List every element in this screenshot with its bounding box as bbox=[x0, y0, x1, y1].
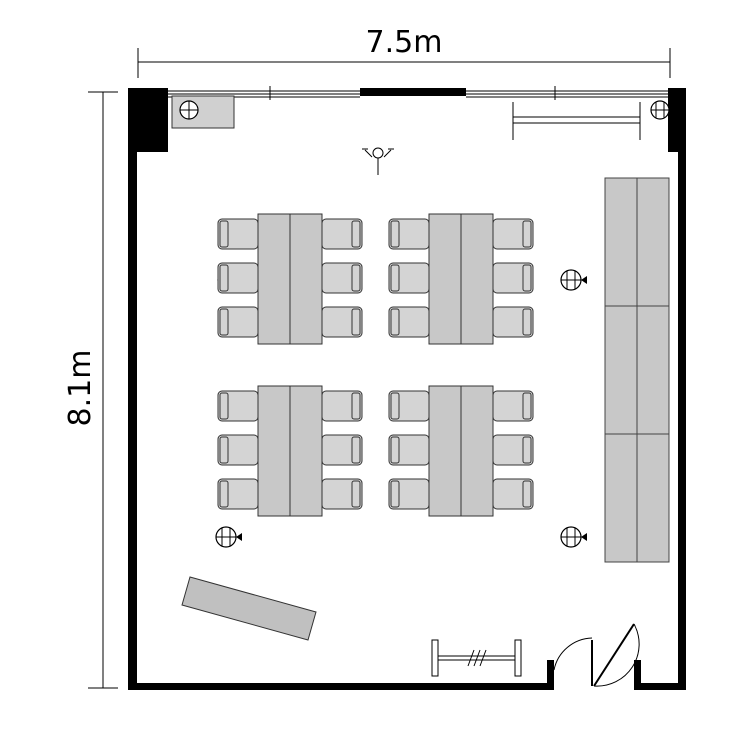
shelf-unit-right bbox=[604, 177, 670, 563]
coat-rack-icon bbox=[512, 102, 641, 140]
width-label: 7.5m bbox=[366, 25, 443, 60]
chair bbox=[388, 434, 430, 466]
corner-pillar-right bbox=[668, 88, 680, 152]
angled-table bbox=[181, 576, 317, 641]
table bbox=[257, 385, 291, 517]
chair bbox=[492, 306, 534, 338]
wall-segment-top-center bbox=[360, 88, 466, 96]
table-group bbox=[388, 213, 534, 345]
table-group bbox=[388, 385, 534, 517]
chair bbox=[217, 306, 259, 338]
table bbox=[289, 385, 323, 517]
table bbox=[460, 213, 494, 345]
walls bbox=[128, 88, 686, 690]
chair bbox=[492, 390, 534, 422]
chair bbox=[321, 262, 363, 294]
chair bbox=[321, 434, 363, 466]
width-dimension: 7.5m bbox=[137, 25, 671, 78]
table bbox=[460, 385, 494, 517]
outlet-icon bbox=[560, 526, 587, 548]
chair bbox=[388, 218, 430, 250]
height-dimension: 8.1m bbox=[63, 91, 118, 689]
chair bbox=[321, 390, 363, 422]
chair bbox=[492, 434, 534, 466]
bench-bottom bbox=[431, 639, 522, 677]
height-label: 8.1m bbox=[63, 350, 98, 427]
chair bbox=[321, 306, 363, 338]
table bbox=[257, 213, 291, 345]
chair bbox=[321, 218, 363, 250]
table-groups bbox=[217, 213, 534, 517]
door-icon bbox=[553, 623, 640, 687]
table-group bbox=[217, 213, 363, 345]
outlet-icon bbox=[560, 269, 587, 291]
table bbox=[428, 385, 462, 517]
fixture-top-left bbox=[171, 95, 235, 129]
chair bbox=[217, 434, 259, 466]
chair bbox=[492, 218, 534, 250]
chair bbox=[492, 262, 534, 294]
chair bbox=[492, 478, 534, 510]
chair bbox=[388, 390, 430, 422]
outlet-icon bbox=[215, 526, 242, 548]
chair bbox=[321, 478, 363, 510]
table bbox=[289, 213, 323, 345]
chair bbox=[388, 306, 430, 338]
ceiling-light-icon bbox=[362, 147, 394, 175]
chair bbox=[217, 218, 259, 250]
table bbox=[428, 213, 462, 345]
chair bbox=[388, 478, 430, 510]
chair bbox=[217, 390, 259, 422]
corner-pillar-left bbox=[136, 88, 168, 152]
table-group bbox=[217, 385, 363, 517]
outlet-icon bbox=[650, 100, 670, 120]
chair bbox=[388, 262, 430, 294]
chair bbox=[217, 478, 259, 510]
chair bbox=[217, 262, 259, 294]
